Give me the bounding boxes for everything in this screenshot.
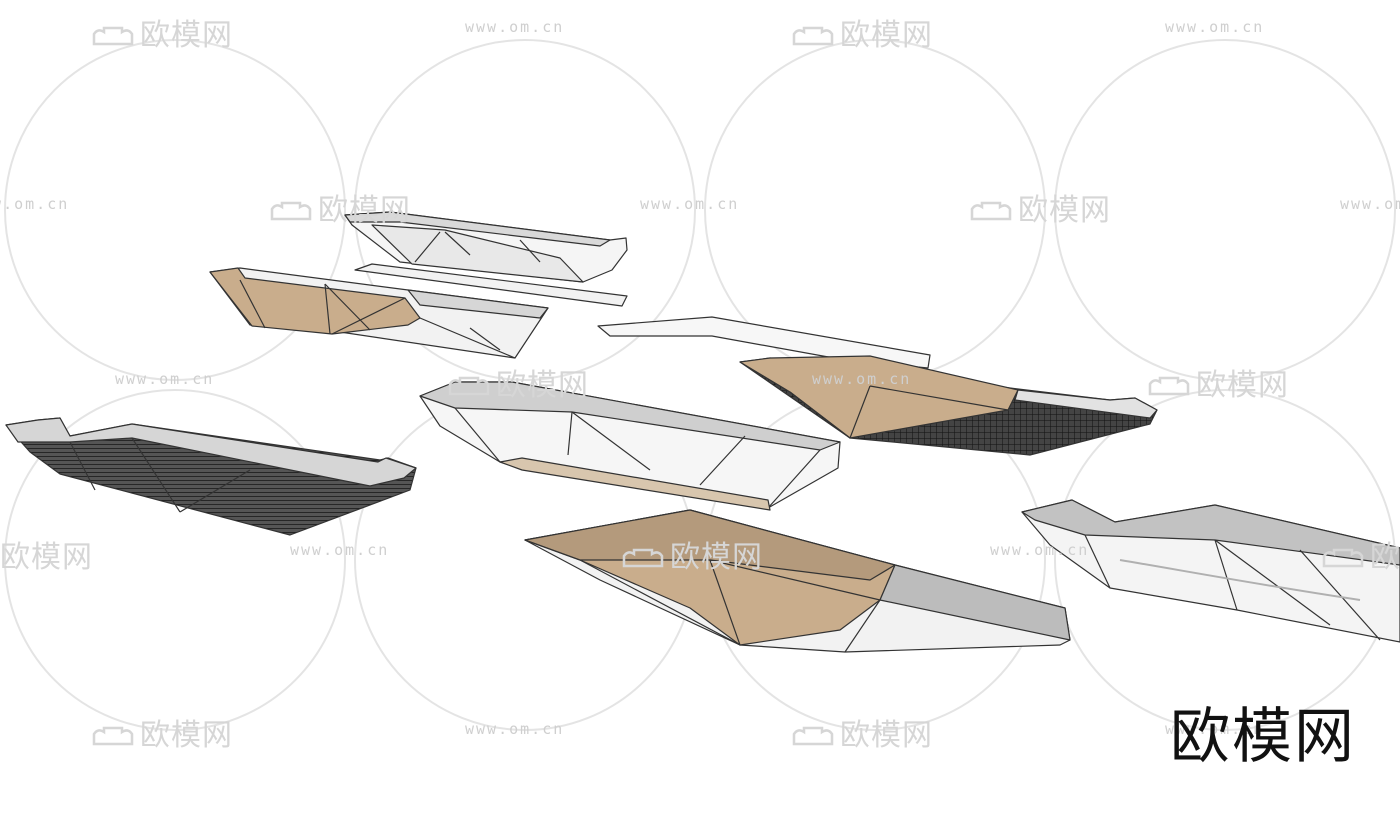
sofa-icon <box>792 726 834 745</box>
sofa-icon <box>970 201 1012 220</box>
watermark-url-3: www.om.cn <box>0 195 70 213</box>
sofa-icon <box>1148 376 1190 395</box>
watermark-url-11: www.om.cn <box>1165 720 1265 738</box>
desk-marble-center <box>419 381 841 511</box>
watermark-url-10: www.om.cn <box>465 720 565 738</box>
sofa-icon <box>92 26 134 45</box>
desk-wood-small <box>209 267 549 359</box>
watermark-brand-10: 欧模网 <box>90 710 233 754</box>
watermark-brand-6: 欧模网 <box>1146 360 1289 404</box>
watermark-brand-9: 欧模网 <box>1320 532 1400 576</box>
watermark-url-2: www.om.cn <box>1165 18 1265 36</box>
desk-wood-marble-large <box>524 509 1071 653</box>
sofa-icon <box>270 201 312 220</box>
watermark-brand-1: 欧模网 <box>90 10 233 54</box>
desk-gray-marble <box>1021 499 1400 643</box>
watermark-brand-4: 欧模网 <box>968 185 1111 229</box>
watermark-url-6: www.om.cn <box>115 370 215 388</box>
sofa-icon <box>1322 548 1364 567</box>
sofa-icon <box>792 26 834 45</box>
watermark-url-9: www.om.cn <box>990 541 1090 559</box>
desk-wood-grid <box>739 355 1158 456</box>
watermark-url-8: www.om.cn <box>290 541 390 559</box>
sofa-icon <box>622 548 664 567</box>
watermark-brand-7: 欧模网 <box>0 540 93 575</box>
watermark-url-1: www.om.cn <box>465 18 565 36</box>
watermark-brand-2: 欧模网 <box>790 10 933 54</box>
sofa-icon <box>448 376 490 395</box>
desk-marble-small <box>344 211 628 307</box>
brand-logo-text: 欧模网 <box>1170 702 1356 772</box>
watermark-brand-5: 欧模网 <box>446 360 589 404</box>
watermark-brand-8: 欧模网 <box>620 532 763 576</box>
sofa-icon <box>92 726 134 745</box>
desk-slatted-dark <box>5 417 417 536</box>
watermark-url-7: www.om.cn <box>812 370 912 388</box>
watermark-brand-3: 欧模网 <box>268 185 411 229</box>
watermark-url-4: www.om.cn <box>640 195 740 213</box>
watermark-url-5: www.om.cn <box>1340 195 1400 213</box>
watermark-brand-11: 欧模网 <box>790 710 933 754</box>
